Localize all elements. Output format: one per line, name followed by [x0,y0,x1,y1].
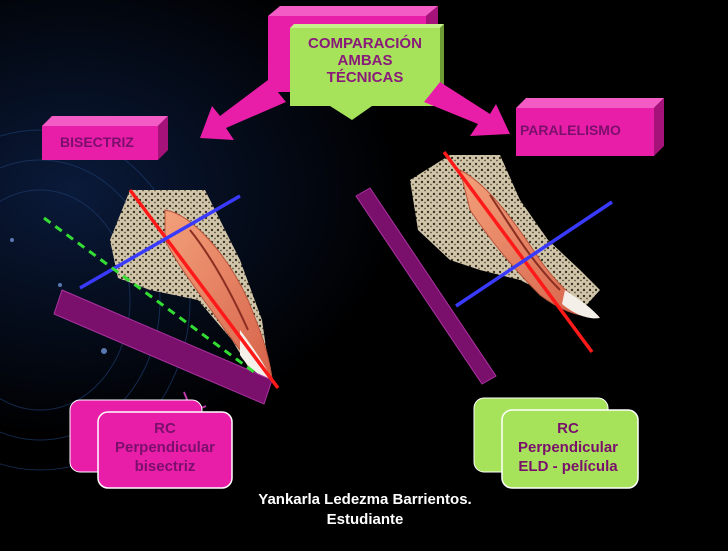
arrow-to-bisectriz [200,80,286,140]
footer-author: Yankarla Ledezma Barrientos. Estudiante [225,490,505,530]
left-rc-line-1: RC [154,420,176,437]
title-box [268,6,444,120]
paralelismo-box [516,98,664,156]
title-line-3: TÉCNICAS [326,69,404,86]
right-ray-line [455,200,613,308]
left-ray-line [79,194,241,290]
left-rc-line-3: bisectriz [134,458,196,475]
left-rc-text: RC Perpendicular bisectriz [100,419,230,476]
left-film-plate [53,289,273,405]
right-rc-line-1: RC [557,420,579,437]
left-rc-box [69,399,233,489]
right-tooth-axis-line [442,150,594,354]
left-tooth-image [110,190,273,380]
left-rc-line-2: Perpendicular [114,439,216,456]
title-box-text: COMPARACIÓN AMBAS TÉCNICAS [290,35,440,86]
author-role: Estudiante [326,511,404,528]
left-tooth-axis-line [128,188,280,390]
right-film-plate [355,187,497,385]
arrow-to-paralelismo [424,82,510,136]
title-line-2: AMBAS [337,52,393,69]
right-rc-line-3: ELD - película [518,458,618,475]
bisectriz-label: BISECTRIZ [60,134,134,150]
background-orbits [0,129,191,471]
title-line-1: COMPARACIÓN [308,35,422,52]
right-rc-box [473,397,639,489]
left-bisector-line [43,216,255,374]
paralelismo-label: PARALELISMO [520,122,621,138]
bisectriz-box [42,116,168,160]
right-rc-line-2: Perpendicular [517,439,619,456]
author-name: Yankarla Ledezma Barrientos. [258,491,472,508]
background-sparkles [10,238,107,354]
right-rc-text: RC Perpendicular ELD - película [503,419,633,476]
